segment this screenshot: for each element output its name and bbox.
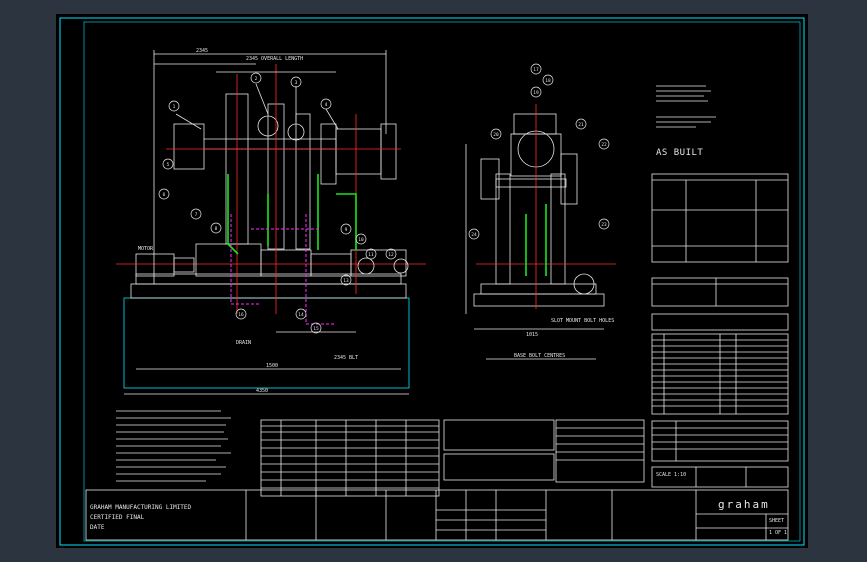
item-balloon (320, 98, 332, 110)
front-dim-bottom: 4350 (256, 388, 268, 394)
front-dim-overall: 2345 OVERALL LENGTH (246, 56, 303, 62)
sheet-border-inner (83, 21, 801, 542)
item-balloon-label: 12 (388, 252, 394, 258)
item-balloon-label: 21 (578, 122, 584, 128)
item-balloon (310, 322, 322, 334)
item-balloon-label: 15 (313, 326, 319, 332)
item-balloon (575, 118, 587, 130)
sheet-border-outer (59, 17, 805, 546)
item-balloon (340, 274, 352, 286)
item-balloon-label: 3 (295, 80, 298, 86)
company-name: GRAHAM MANUFACTURING LIMITED (90, 504, 192, 511)
front-label-drain: DRAIN (236, 340, 251, 346)
item-balloon-label: 1 (173, 104, 176, 110)
certified-final-label: CERTIFIED FINAL (90, 514, 145, 521)
item-balloon-label: 14 (298, 312, 304, 318)
cad-viewport[interactable]: 2345 OVERALL LENGTH 2345 4350 1500 2345 … (56, 14, 808, 548)
brand-logo: graham (718, 498, 770, 511)
item-balloon (158, 188, 170, 200)
item-balloon-label: 10 (358, 237, 364, 243)
item-balloon (295, 308, 307, 320)
item-balloon-label: 19 (533, 90, 539, 96)
item-balloon (490, 128, 502, 140)
item-balloon (598, 218, 610, 230)
item-balloon-label: 4 (325, 102, 328, 108)
item-balloon (168, 100, 180, 112)
connection-schedule-table (260, 419, 645, 497)
date-label: DATE (90, 524, 105, 531)
item-balloon (598, 138, 610, 150)
item-balloon (210, 222, 222, 234)
item-balloon (290, 76, 302, 88)
item-balloon-label: 9 (345, 227, 348, 233)
item-balloon (365, 248, 377, 260)
parts-list-table (651, 333, 789, 415)
item-balloon-label: 7 (195, 212, 198, 218)
item-balloon-label: 6 (163, 192, 166, 198)
item-balloon (530, 63, 542, 75)
drawing-sheet: 2345 OVERALL LENGTH 2345 4350 1500 2345 … (59, 17, 805, 546)
front-dim-mid: 1500 (266, 363, 278, 369)
item-balloon-label: 18 (545, 78, 551, 84)
item-balloon (190, 208, 202, 220)
sheet-label: SHEET (769, 518, 784, 524)
item-balloon (250, 72, 262, 84)
side-elevation-view: BASE BOLT CENTRES SLOT MOUNT BOLT HOLES … (465, 104, 616, 360)
item-balloon (542, 74, 554, 86)
sheet-number: 1 OF 1 (769, 530, 787, 536)
item-balloon-label: 24 (471, 232, 477, 238)
as-built-label: AS BUILT (656, 148, 703, 158)
title-block: GRAHAM MANUFACTURING LIMITED CERTIFIED F… (85, 489, 789, 541)
front-elevation-view: 2345 OVERALL LENGTH 2345 4350 1500 2345 … (116, 48, 426, 395)
item-balloon-label: 23 (601, 222, 607, 228)
item-balloon-label: 22 (601, 142, 607, 148)
front-dim-base: 2345 BLT (334, 355, 358, 361)
item-balloon-label: 13 (343, 278, 349, 284)
process-notes: AS BUILT (656, 85, 716, 158)
item-balloon (340, 223, 352, 235)
side-dim-base: BASE BOLT CENTRES (514, 353, 565, 359)
design-data-table (651, 173, 789, 263)
item-balloon-label: 16 (238, 312, 244, 318)
item-balloon-label: 20 (493, 132, 499, 138)
general-notes (116, 410, 231, 482)
front-label-motor: MOTOR (138, 246, 154, 252)
item-balloon-label: 17 (533, 67, 539, 73)
scale-label: SCALE 1:10 (656, 472, 686, 478)
side-dim-bottom: 1015 (526, 332, 538, 338)
item-balloon (530, 86, 542, 98)
item-balloon (235, 308, 247, 320)
item-balloon-label: 11 (368, 252, 374, 258)
front-dim-top: 2345 (196, 48, 208, 54)
revision-table: SCALE 1:10 (651, 420, 789, 488)
item-balloon-label: 2 (255, 76, 258, 82)
item-balloon (385, 248, 397, 260)
side-slot-note: SLOT MOUNT BOLT HOLES (551, 318, 614, 324)
item-balloon-label: 8 (215, 226, 218, 232)
item-balloon (355, 233, 367, 245)
nozzle-table (651, 277, 789, 331)
item-balloon (162, 158, 174, 170)
item-balloon-label: 5 (167, 162, 170, 168)
item-balloon (468, 228, 480, 240)
